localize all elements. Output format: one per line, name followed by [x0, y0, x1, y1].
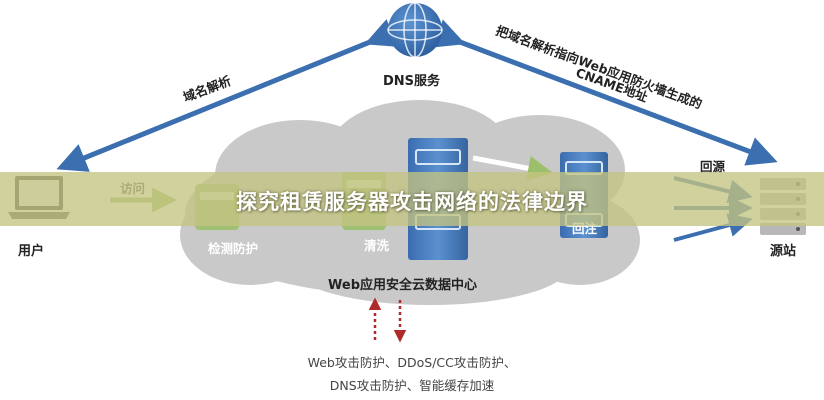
globe-icon — [387, 2, 443, 58]
detect-protect-label: 检测防护 — [208, 241, 259, 256]
cname-arrow — [432, 19, 778, 166]
data-center-label: Web应用安全云数据中心 — [328, 278, 477, 293]
footnote-line-1: Web攻击防护、DDoS/CC攻击防护、 — [307, 355, 517, 370]
inner-flow-arrow — [472, 155, 553, 181]
page-title: 探究租赁服务器攻击网络的法律边界 — [236, 190, 588, 214]
footnote-line-2: DNS攻击防护、智能缓存加速 — [329, 378, 495, 393]
dns-service-label: DNS服务 — [383, 74, 441, 89]
title-banner — [0, 172, 824, 226]
domain-resolution-arrow — [56, 19, 398, 172]
origin-station-label: 源站 — [770, 244, 797, 259]
return-source-label: 回源 — [700, 159, 726, 174]
clean-label: 清洗 — [364, 238, 390, 253]
user-label: 用户 — [18, 244, 45, 259]
